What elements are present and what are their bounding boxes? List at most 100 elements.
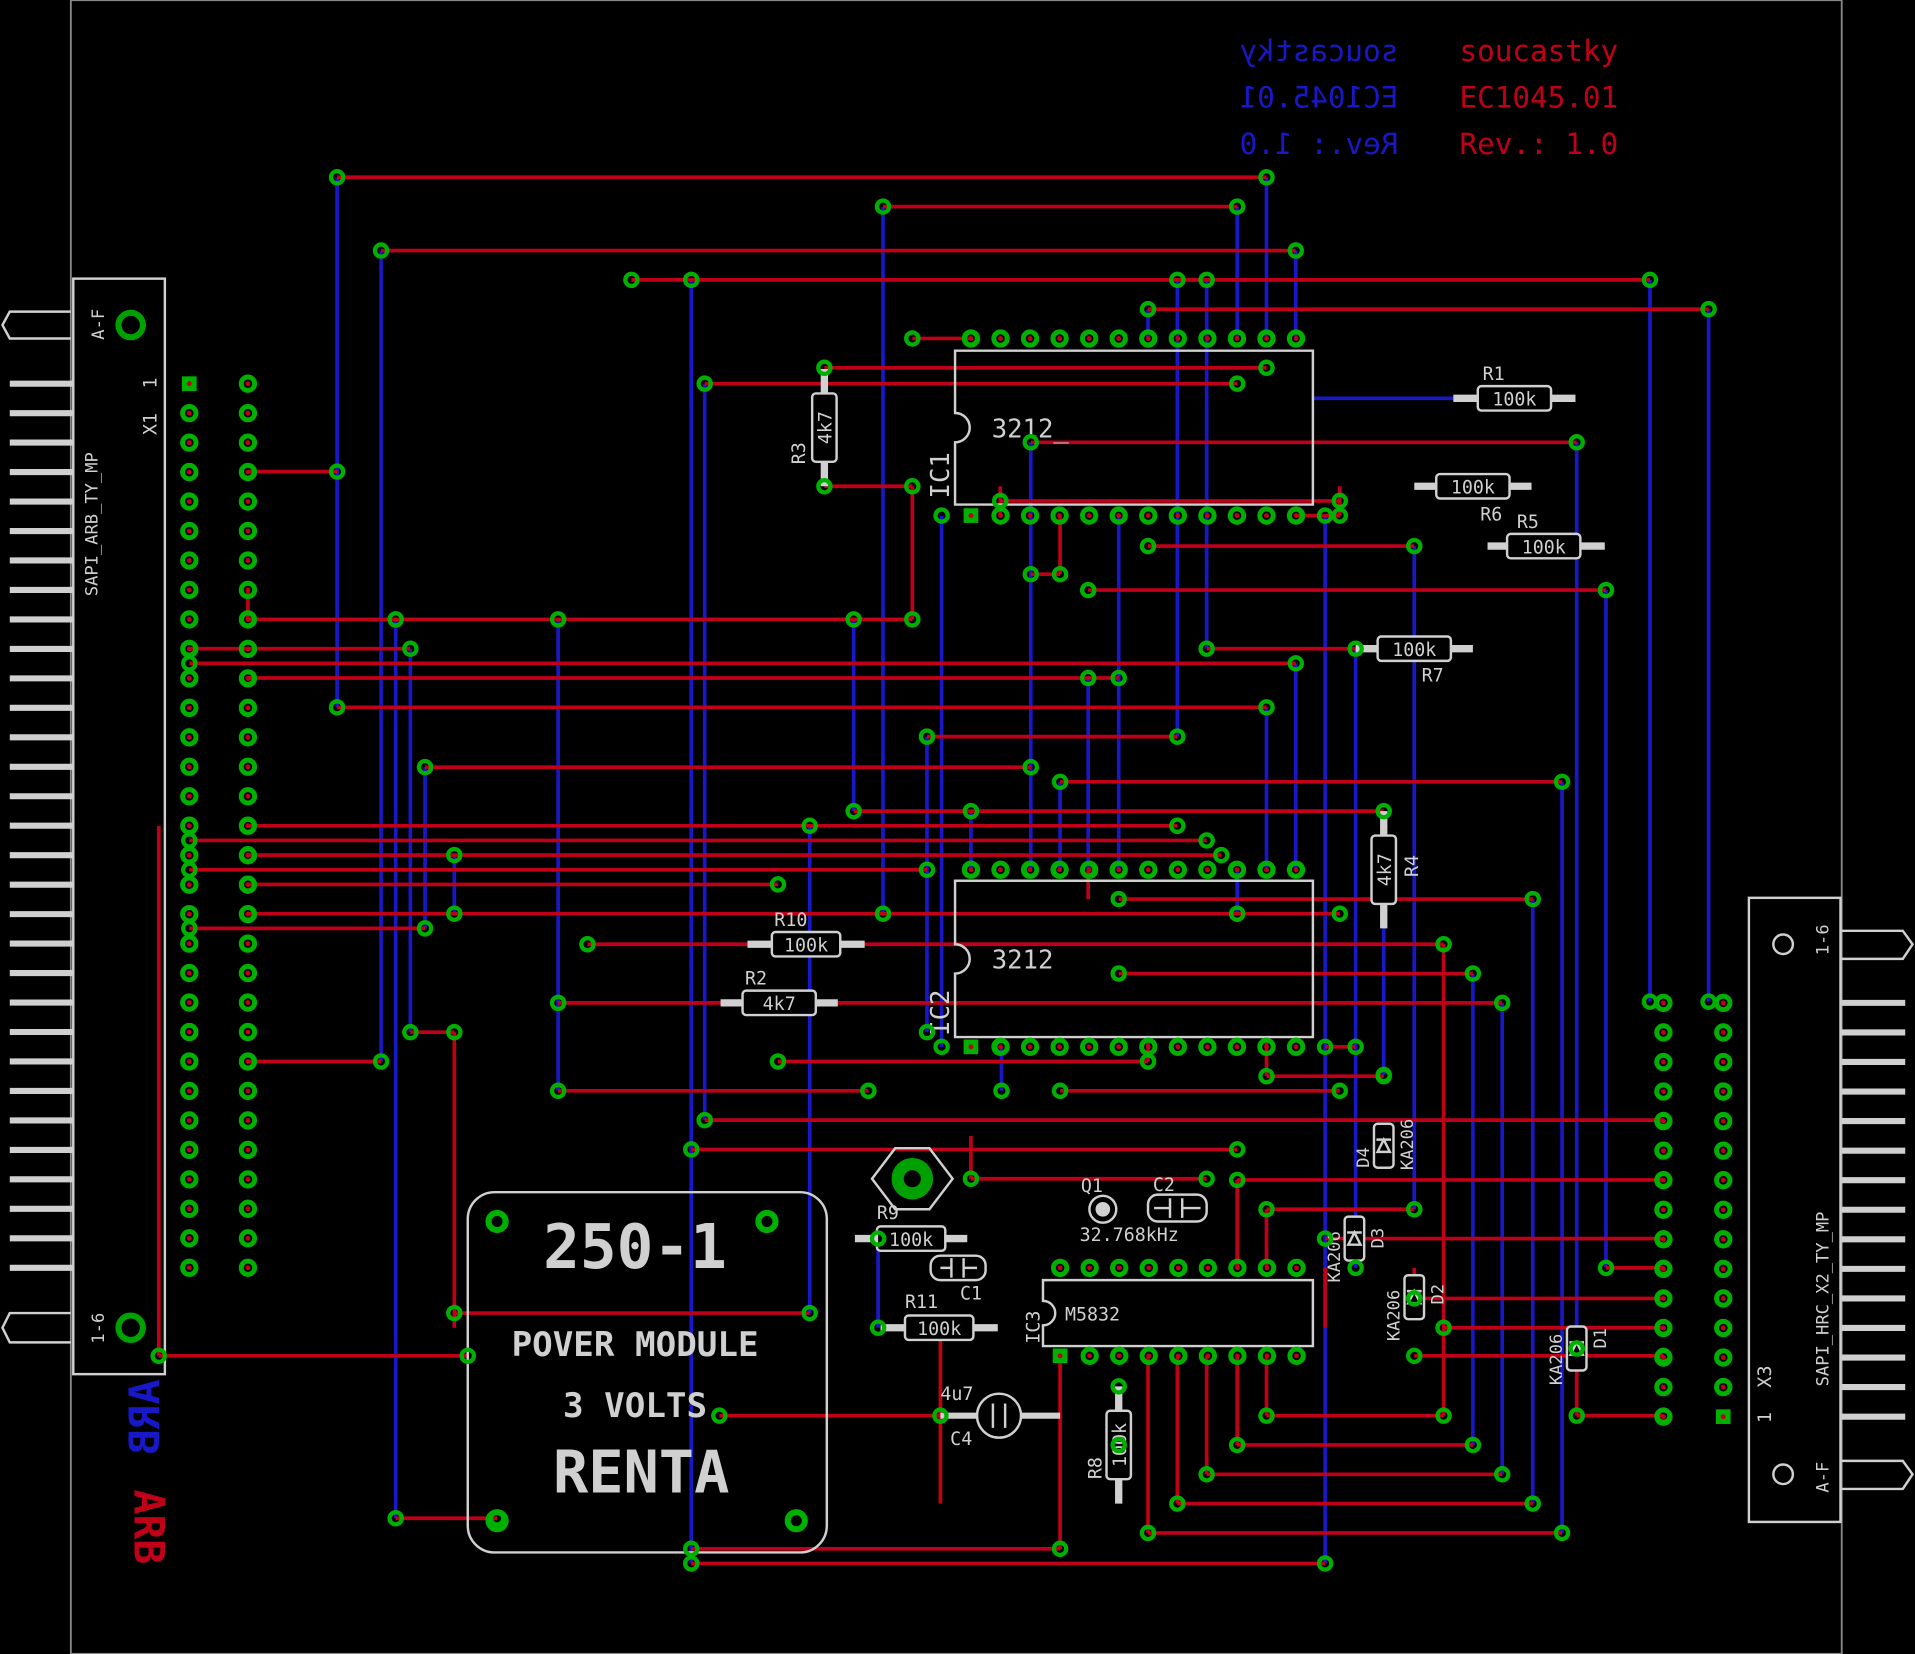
title-top: soucastky <box>1459 34 1618 68</box>
rev-top: Rev.: 1.0 <box>1459 127 1618 161</box>
drill <box>1234 1353 1240 1359</box>
pad <box>1109 506 1128 525</box>
via <box>1597 1259 1615 1277</box>
via <box>1228 375 1246 392</box>
pad <box>1050 1258 1070 1278</box>
pad <box>1198 1258 1218 1278</box>
via <box>1022 565 1040 583</box>
drill <box>245 410 251 416</box>
pad <box>238 374 258 393</box>
via <box>446 905 463 922</box>
pad <box>180 1052 199 1071</box>
drill <box>245 911 251 917</box>
pad <box>991 506 1010 525</box>
via <box>459 1347 477 1365</box>
via <box>1228 1436 1246 1454</box>
drill <box>1116 513 1122 519</box>
pad <box>238 1199 258 1218</box>
drill <box>968 336 974 341</box>
drill <box>186 1117 192 1123</box>
pad <box>1714 1377 1733 1397</box>
drill <box>186 381 192 387</box>
drill <box>245 970 251 976</box>
via <box>1198 271 1215 289</box>
pad <box>180 993 199 1012</box>
drill <box>1116 1265 1122 1271</box>
drill <box>1660 1207 1666 1213</box>
r4-value: 4k7 <box>1375 853 1396 886</box>
drill <box>1175 1353 1181 1359</box>
via <box>869 1319 887 1336</box>
drill <box>245 528 251 534</box>
via <box>1464 965 1482 982</box>
pad <box>1714 1259 1733 1279</box>
c4-body <box>975 1392 1023 1439</box>
pad <box>180 1199 199 1218</box>
drill <box>186 734 192 740</box>
pad <box>1714 1318 1733 1338</box>
pad <box>238 904 258 924</box>
drill <box>1660 1000 1666 1006</box>
via <box>1258 699 1275 716</box>
drill <box>1720 1059 1726 1065</box>
via <box>387 1510 404 1527</box>
pad <box>180 875 199 894</box>
x1-row-a: A-F <box>89 309 109 340</box>
ic3: M5832 IC3 <box>1023 1278 1315 1348</box>
x1-ref: X1 <box>140 413 161 435</box>
drill <box>245 381 251 387</box>
via <box>446 1304 463 1322</box>
r5-value: 100k <box>1522 537 1566 558</box>
pad <box>1257 1037 1276 1056</box>
x1-fingers <box>9 380 74 1271</box>
drill <box>1234 336 1240 341</box>
drill <box>186 1147 192 1153</box>
pad <box>238 403 258 423</box>
r8-value: 100k <box>1110 1423 1131 1467</box>
pad <box>180 757 199 776</box>
via <box>1110 1378 1127 1395</box>
drill <box>1293 867 1299 873</box>
ic1: 3212_ IC1 <box>926 349 1315 506</box>
via <box>1406 1290 1423 1307</box>
pad <box>180 698 199 717</box>
x1-row-b: 1-6 <box>89 1313 109 1344</box>
pad <box>238 787 258 806</box>
pad <box>1080 1258 1099 1278</box>
pad <box>1020 860 1040 879</box>
drill <box>186 1265 192 1271</box>
drill <box>186 646 192 652</box>
r9-ref: R9 <box>877 1203 899 1224</box>
via <box>933 507 950 524</box>
pad <box>238 846 258 865</box>
pad <box>1080 1346 1099 1365</box>
drill <box>186 764 192 770</box>
via <box>328 169 346 186</box>
drill <box>1116 336 1122 341</box>
pad <box>238 816 258 835</box>
drill <box>186 823 192 829</box>
pad <box>180 1022 199 1042</box>
power-module-desc: POVER MODULE <box>512 1325 759 1365</box>
via <box>1110 890 1127 908</box>
via <box>683 1540 700 1558</box>
pad <box>1139 1037 1158 1056</box>
power-module: 250-1 POVER MODULE 3 VOLTS RENTA <box>466 1190 829 1554</box>
drill <box>186 469 192 475</box>
pad <box>180 580 199 600</box>
pad <box>1228 1346 1247 1365</box>
via <box>1198 832 1215 849</box>
d1-ref: D1 <box>1591 1328 1611 1349</box>
drill <box>245 852 251 858</box>
c2-body <box>1146 1193 1208 1223</box>
pad <box>1198 329 1217 348</box>
drill <box>245 764 251 770</box>
drill <box>1204 867 1210 873</box>
pad <box>1139 1258 1158 1278</box>
pad <box>1654 1230 1673 1249</box>
via <box>1568 434 1585 451</box>
drill <box>1660 1148 1666 1154</box>
